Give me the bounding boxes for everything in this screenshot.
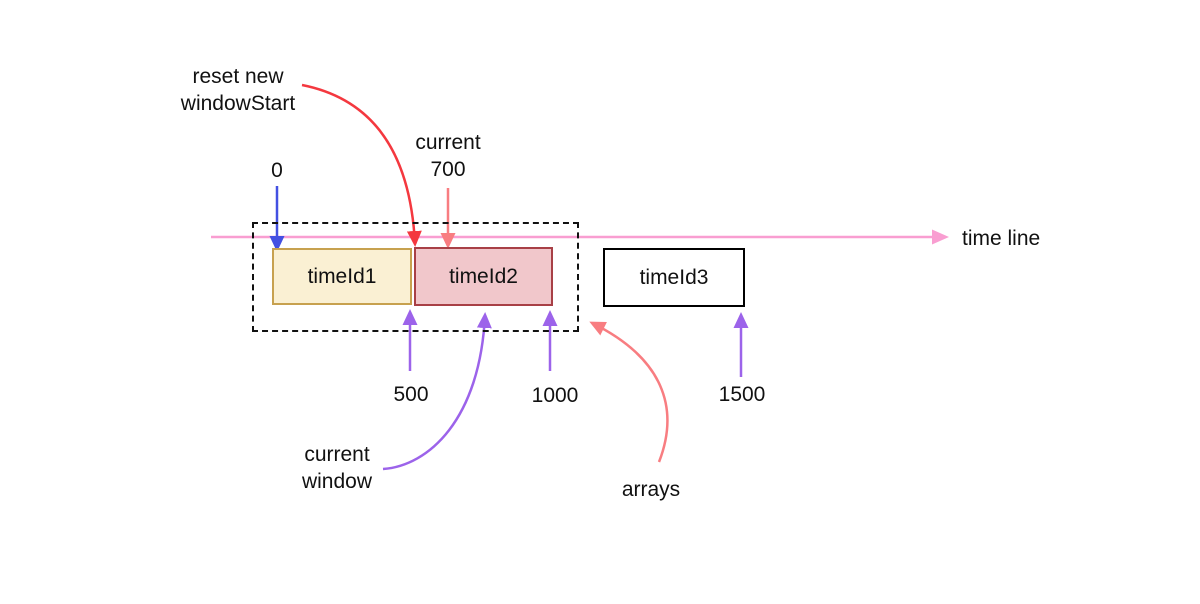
arrays-arrow (589, 321, 669, 463)
timeid1-label: timeId1 (307, 264, 377, 288)
origin-label: 0 (271, 159, 283, 182)
timeline-label: time line (962, 227, 1041, 250)
timeid3-box: timeId3 (603, 248, 745, 307)
reset-window-start-label: reset new windowStart (180, 65, 296, 115)
current-700-label: current 700 (415, 131, 481, 181)
current-window-label: current window (301, 443, 373, 493)
tick-1500-label: 1500 (718, 383, 766, 406)
tick-1000-label: 1000 (531, 384, 579, 407)
arrays-label: arrays (621, 478, 681, 501)
timeid2-box: timeId2 (414, 247, 553, 306)
timeid1-box: timeId1 (272, 248, 412, 305)
current-window-rect (252, 222, 579, 332)
timeid2-label: timeId2 (449, 264, 518, 288)
tick-500-label: 500 (393, 383, 429, 406)
timeid3-label: timeId3 (639, 265, 709, 289)
